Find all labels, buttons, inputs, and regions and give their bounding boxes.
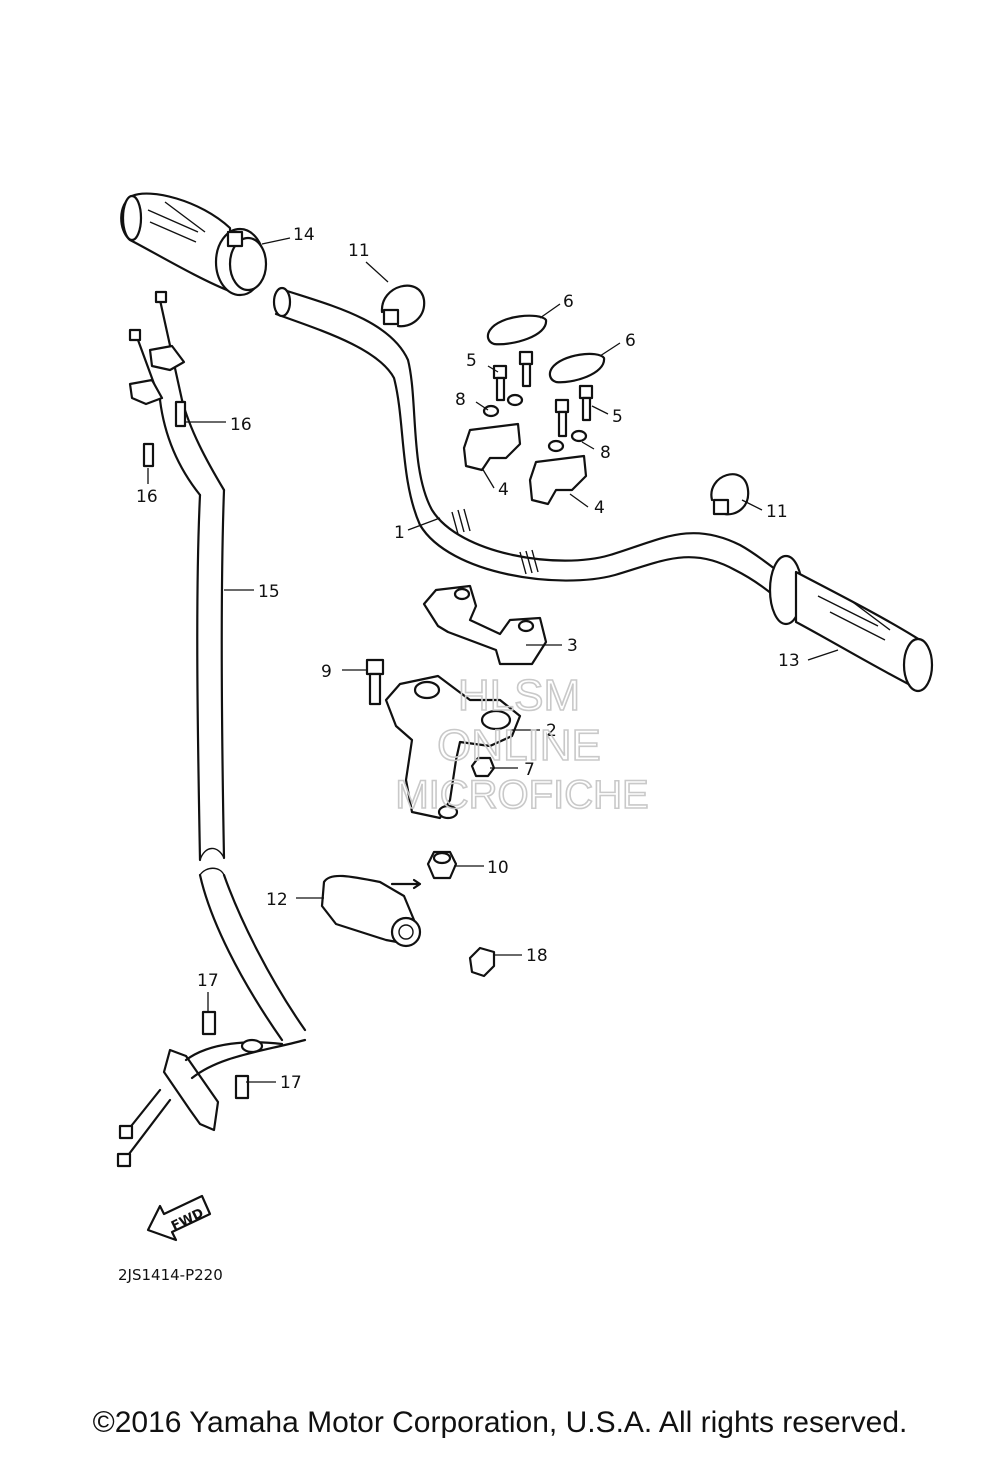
throttle-cable[interactable] [136, 298, 307, 1042]
upper-holder-right[interactable] [528, 454, 588, 506]
main-switch[interactable] [320, 874, 422, 948]
cap-left[interactable] [486, 314, 548, 346]
callout-9: 9 [321, 662, 332, 682]
upper-holder-left[interactable] [462, 422, 522, 472]
washers[interactable] [482, 393, 588, 453]
watermark-line-2: ONLINE [437, 721, 601, 770]
callout-17: 17 [197, 971, 219, 991]
watermark-line-3: MICROFICHE [395, 773, 648, 817]
callout-5: 5 [612, 407, 623, 427]
left-grip[interactable] [768, 554, 934, 693]
callout-6: 6 [625, 331, 636, 351]
callout-2: 2 [546, 721, 557, 741]
cable-end-upper[interactable] [128, 290, 186, 406]
handle-crown[interactable] [384, 674, 522, 820]
watermark-line-1: HLSM [458, 671, 580, 720]
callout-11: 11 [348, 241, 370, 261]
callout-4: 4 [498, 480, 509, 500]
callout-17: 17 [280, 1073, 302, 1093]
callout-5: 5 [466, 351, 477, 371]
lower-holder[interactable] [422, 584, 548, 666]
callout-8: 8 [455, 390, 466, 410]
clip-18[interactable] [468, 946, 496, 978]
cable-bracket-lower[interactable] [116, 1038, 307, 1168]
callout-labels: 1 2 3 4 4 5 5 6 6 7 8 8 9 10 11 11 12 13… [136, 225, 800, 1093]
screw-16-lower[interactable] [142, 442, 155, 468]
callout-18: 18 [526, 946, 548, 966]
screw-17-lower[interactable] [234, 1074, 250, 1100]
callout-15: 15 [258, 582, 280, 602]
leader-lines [147, 237, 839, 1083]
callout-7: 7 [524, 760, 535, 780]
callout-10: 10 [487, 858, 509, 878]
callout-6: 6 [563, 292, 574, 312]
callout-12: 12 [266, 890, 288, 910]
callout-3: 3 [567, 636, 578, 656]
callout-8: 8 [600, 443, 611, 463]
cap-right[interactable] [548, 352, 606, 384]
nut-10[interactable] [426, 850, 458, 880]
screw-17-upper[interactable] [201, 1010, 217, 1036]
bolt-9[interactable] [365, 658, 385, 706]
wire-clamp-right[interactable] [710, 473, 750, 516]
callout-14: 14 [293, 225, 315, 245]
callout-16: 16 [136, 487, 158, 507]
handlebar[interactable] [272, 286, 792, 606]
callout-11: 11 [766, 502, 788, 522]
callout-4: 4 [594, 498, 605, 518]
watermark: HLSM ONLINE MICROFICHE [395, 670, 650, 818]
bolts-upper-left[interactable] [492, 350, 534, 402]
callout-16: 16 [230, 415, 252, 435]
wire-clamp-upper[interactable] [380, 284, 426, 328]
copyright-notice: ©2016 Yamaha Motor Corporation, U.S.A. A… [92, 1406, 908, 1439]
fwd-arrow: FWD [146, 1194, 212, 1242]
bolts-upper-right[interactable] [554, 384, 594, 438]
callout-13: 13 [778, 651, 800, 671]
callout-1: 1 [394, 523, 405, 543]
throttle-grip[interactable] [120, 192, 268, 297]
screw-16-upper[interactable] [174, 400, 187, 428]
diagram-code: 2JS1414-P220 [118, 1266, 223, 1284]
